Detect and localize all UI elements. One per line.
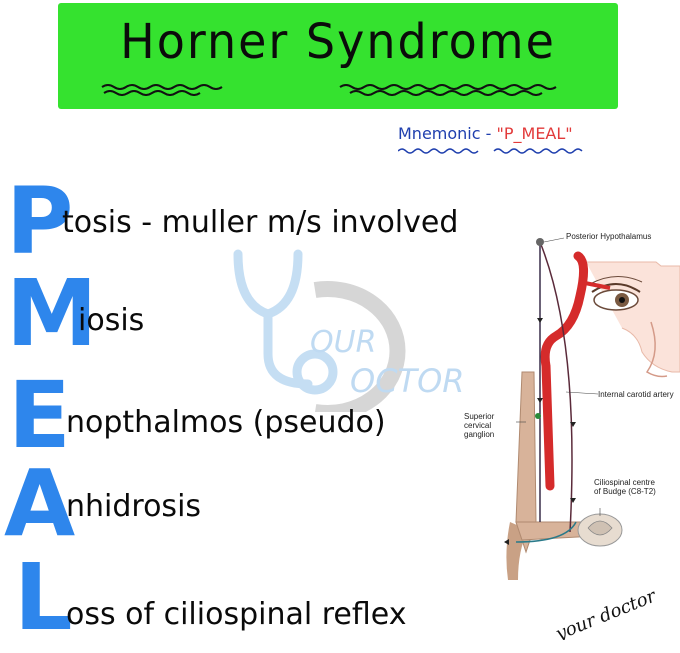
mnemonic-word: "P_MEAL" — [496, 124, 573, 143]
item-text: oss of ciliospinal reflex — [66, 597, 407, 632]
pathway-illustration — [504, 237, 680, 580]
item-letter: M — [6, 260, 98, 367]
label-ciliospinal-centre: Ciliospinal centre of Budge (C8-T2) — [594, 478, 656, 497]
item-text: iosis — [78, 303, 145, 338]
item-text: tosis - muller m/s involved — [62, 205, 459, 240]
title-underline — [101, 84, 557, 96]
watermark-text-2: OCTOR — [350, 362, 465, 400]
page-title: Horner Syndrome — [120, 12, 556, 70]
signature-text: your doctor — [552, 585, 658, 640]
item-letter: L — [14, 544, 73, 651]
sympathetic-pathway-diagram: Posterior Hypothalamus Internal carotid … — [464, 222, 680, 588]
label-superior-ganglion: Superior cervical ganglion — [464, 412, 495, 440]
mnemonic-prefix: Mnemonic - — [398, 124, 497, 143]
item-text: nopthalmos (pseudo) — [66, 405, 386, 440]
item-letter: E — [8, 362, 71, 469]
mnemonic-note: Mnemonic - "P_MEAL" — [398, 124, 573, 143]
hypothalamus-node — [536, 238, 544, 246]
signature: your doctor — [552, 585, 658, 640]
mnemonic-underline — [398, 148, 583, 154]
carotid-artery — [540, 251, 588, 491]
watermark-text-1: OUR — [310, 325, 376, 360]
item-letter: A — [4, 450, 76, 557]
watermark-logo: OUR OCTOR — [233, 249, 465, 412]
label-internal-carotid: Internal carotid artery — [598, 390, 674, 399]
item-letter: P — [6, 168, 74, 275]
item-text: nhidrosis — [66, 489, 202, 524]
label-posterior-hypothalamus: Posterior Hypothalamus — [566, 232, 652, 241]
